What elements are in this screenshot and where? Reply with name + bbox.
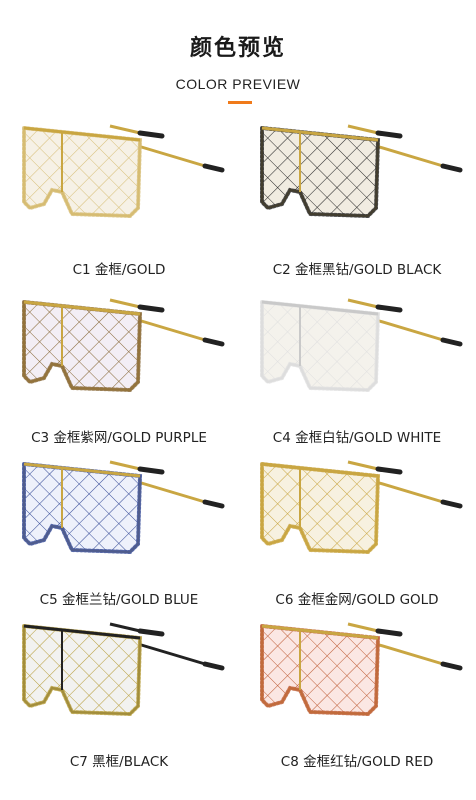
variant-label: C5 金框兰钻/GOLD BLUE [39, 592, 199, 608]
lens-mesh [24, 626, 140, 714]
glasses-image [260, 124, 463, 219]
temple-arm [374, 642, 445, 666]
variant-c6[interactable]: C6 金框金网/GOLD GOLD [238, 444, 476, 614]
temple-arm [374, 144, 445, 168]
temple-tip [440, 661, 463, 671]
lens-mesh [262, 464, 378, 552]
variant-c3[interactable]: C3 金框紫网/GOLD PURPLE [0, 282, 238, 452]
page-subtitle: COLOR PREVIEW [175, 76, 301, 92]
temple-tip-far [375, 466, 403, 475]
brow-bar [23, 300, 141, 316]
temple-arm-far [347, 124, 379, 135]
temple-arm-far [347, 460, 379, 471]
temple-tip-far [375, 304, 403, 313]
glasses-image [22, 298, 225, 393]
brow-bar [261, 300, 379, 316]
temple-arm [374, 480, 445, 504]
temple-arm-far [109, 124, 141, 135]
brow-bar [23, 126, 141, 142]
temple-tip [440, 499, 463, 509]
temple-tip [202, 337, 225, 347]
variant-c5[interactable]: C5 金框兰钻/GOLD BLUE [0, 444, 238, 614]
brow-bar [23, 462, 141, 478]
temple-arm-far [109, 460, 141, 471]
variant-label: C7 黑框/BLACK [69, 754, 169, 770]
variant-label: C4 金框白钻/GOLD WHITE [272, 430, 442, 446]
temple-tip-far [137, 304, 165, 313]
glasses-image [22, 124, 225, 219]
temple-tip [202, 499, 225, 509]
temple-tip-far [137, 130, 165, 139]
temple-arm-far [109, 298, 141, 309]
variant-label: C3 金框紫网/GOLD PURPLE [31, 430, 207, 446]
brow-bar [261, 624, 379, 640]
temple-tip-far [375, 628, 403, 637]
variant-c7[interactable]: C7 黑框/BLACK [0, 606, 238, 776]
glasses-image [260, 298, 463, 393]
lens-mesh [24, 464, 140, 552]
temple-tip [202, 163, 225, 173]
temple-tip [440, 337, 463, 347]
temple-arm [374, 318, 445, 342]
temple-tip-far [137, 628, 165, 637]
glasses-image [22, 460, 225, 555]
temple-arm [136, 318, 207, 342]
temple-arm-far [109, 622, 141, 633]
temple-arm [136, 642, 207, 666]
temple-arm-far [347, 298, 379, 309]
variant-label: C2 金框黑钻/GOLD BLACK [272, 262, 442, 278]
accent-bar [228, 101, 252, 104]
lens-mesh [24, 128, 140, 216]
variant-c2[interactable]: C2 金框黑钻/GOLD BLACK [238, 108, 476, 278]
variant-c8[interactable]: C8 金框红钻/GOLD RED [238, 606, 476, 776]
temple-tip [440, 163, 463, 173]
temple-arm-far [347, 622, 379, 633]
temple-arm [136, 144, 207, 168]
brow-bar [261, 126, 379, 142]
temple-tip [202, 661, 225, 671]
variant-label: C6 金框金网/GOLD GOLD [275, 592, 439, 608]
brow-bar [261, 462, 379, 478]
lens-mesh [262, 302, 378, 390]
lens-mesh [24, 302, 140, 390]
temple-tip-far [137, 466, 165, 475]
brow-bar [23, 624, 141, 640]
temple-arm [136, 480, 207, 504]
glasses-image [22, 622, 225, 717]
lens-mesh [262, 626, 378, 714]
temple-tip-far [375, 130, 403, 139]
glasses-image [260, 460, 463, 555]
variant-c4[interactable]: C4 金框白钻/GOLD WHITE [238, 282, 476, 452]
variant-label: C1 金框/GOLD [72, 262, 166, 278]
page-title: 颜色预览 [189, 36, 286, 61]
variant-label: C8 金框红钻/GOLD RED [280, 754, 434, 770]
variant-c1[interactable]: C1 金框/GOLD [0, 108, 238, 278]
glasses-image [260, 622, 463, 717]
lens-mesh [262, 128, 378, 216]
